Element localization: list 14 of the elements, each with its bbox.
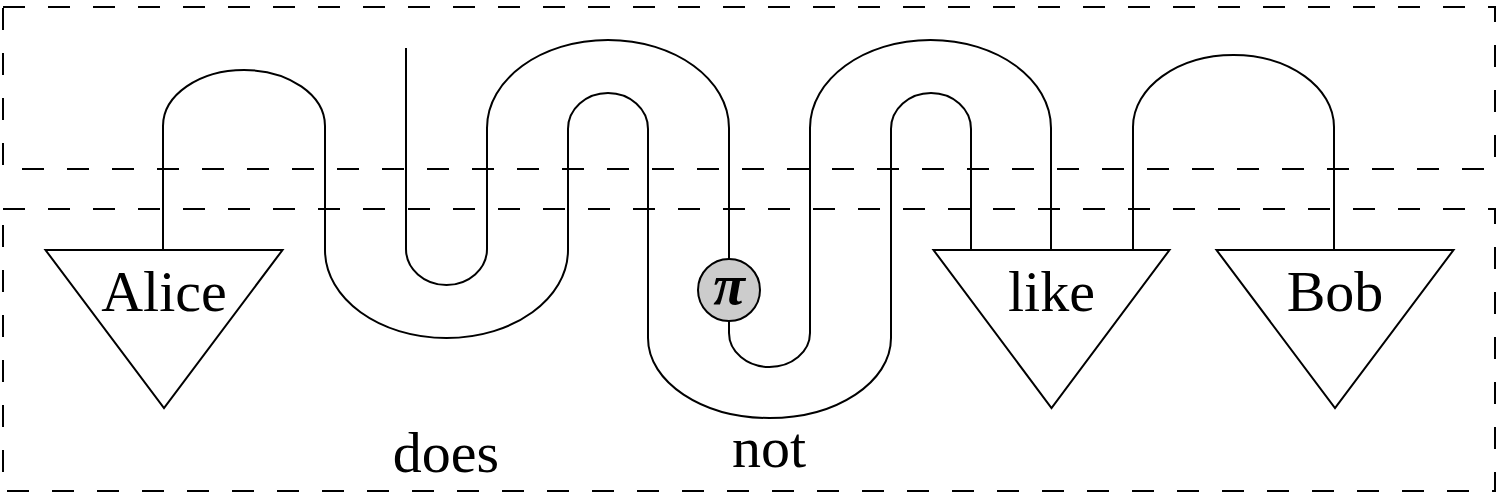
word-label: does (392, 424, 500, 482)
wire (1132, 54, 1335, 251)
pi-circle (697, 258, 761, 322)
word-label: not (731, 419, 807, 477)
word-label: Bob (1286, 263, 1384, 321)
word-triangle (931, 249, 1172, 410)
word-triangle (1214, 249, 1456, 410)
word-label: Alice (101, 263, 227, 321)
wire (728, 39, 1052, 368)
word-triangle (43, 249, 285, 410)
circle-label: π (713, 264, 745, 306)
word-label: like (1008, 263, 1095, 321)
wire (405, 39, 730, 286)
wire (162, 69, 972, 419)
